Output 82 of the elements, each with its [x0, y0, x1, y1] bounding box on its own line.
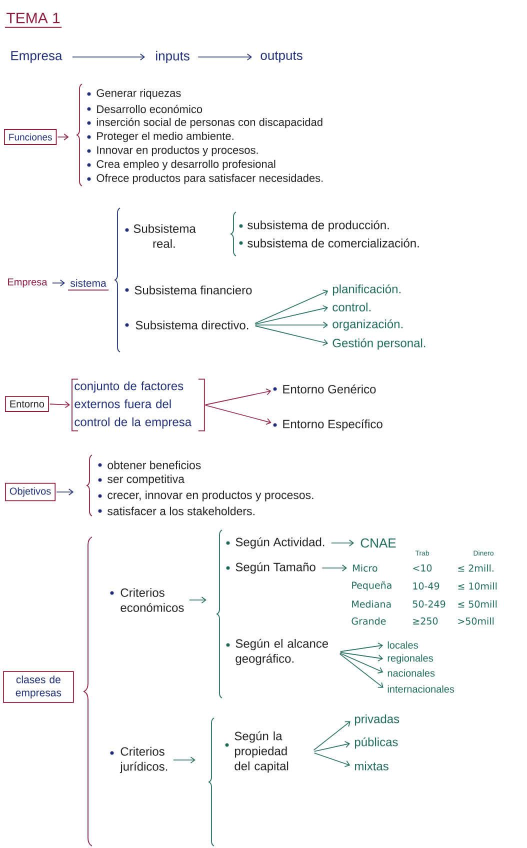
table-entry: Grande [352, 617, 386, 625]
list-item: Entorno Específico [283, 419, 382, 431]
list-item: Según Tamaño [236, 562, 316, 574]
list-item: subsistema de comercialización. [248, 238, 419, 248]
branch-text: nacionales [388, 669, 435, 677]
table-entry: ≥250 [413, 617, 438, 625]
table-entry: 10-49 [413, 582, 440, 590]
heading-box: Objetivos [5, 482, 56, 502]
list-item: inserción social de personas con discapacidad [96, 118, 322, 128]
concept-text: inputs [156, 50, 190, 64]
arrow [204, 388, 272, 406]
underlined-text: sistema [68, 279, 109, 290]
branch-text: públicas [354, 737, 398, 749]
arrow [56, 488, 74, 496]
table-entry: <10 [413, 564, 432, 572]
list-item: Criterios económicos [120, 588, 184, 612]
branch-text: CNAE [360, 538, 396, 548]
list-item: Criterios jurídicos. [120, 746, 168, 774]
heading-box: clases de empresas [3, 671, 74, 703]
table-entry: Micro [353, 564, 378, 572]
branch-text: organización. [332, 319, 402, 331]
arrow [340, 652, 384, 674]
table-entry: 50-249 [412, 600, 446, 608]
branch-text: mixtas [355, 762, 388, 770]
table-entry: Pequeña [352, 581, 392, 591]
arrow [331, 540, 354, 546]
arrow [198, 54, 252, 60]
heading-box: Funciones [4, 129, 57, 145]
list-item: ser competitiva [108, 474, 185, 486]
arrow [204, 404, 272, 425]
arrow [340, 652, 384, 662]
arrow [254, 305, 328, 324]
list-item: Según Actividad. [236, 537, 324, 549]
branch-text: internacionales [388, 685, 454, 693]
concept-text: outputs [260, 51, 302, 63]
list-item: Subsistema real. [134, 224, 196, 248]
branch-text: privadas [354, 714, 400, 726]
list-item: Subsistema financiero [134, 286, 252, 294]
arrow [52, 280, 65, 286]
list-item: obtener beneficios [108, 460, 201, 470]
branch-text: Gestión personal. [332, 338, 426, 350]
arrow [339, 653, 384, 688]
list-item: satisfacer a los stakeholders. [108, 506, 254, 516]
list-item: Ofrece productos para satisfacer necesidades. [96, 174, 323, 184]
concept-text: Empresa [8, 278, 48, 288]
bracketed-text: conjunto de factores externos fuera del control de la empresa [72, 378, 205, 432]
list-item: Entorno Genérico [283, 384, 376, 394]
list-item: Según la propiedad del capital [234, 731, 288, 773]
arrow [254, 290, 328, 324]
list-item: subsistema de producción. [248, 220, 389, 232]
arrow [340, 642, 384, 652]
arrow [314, 752, 350, 768]
arrow [322, 564, 347, 572]
heading-box: Entorno [5, 396, 49, 412]
list-item: Subsistema directivo. [136, 320, 248, 330]
branch-text: regionales [388, 654, 433, 664]
table-entry: Mediana [352, 600, 391, 608]
list-item: crecer, innovar en productos y procesos. [108, 490, 314, 502]
table-entry: ≤ 10mill [458, 582, 497, 590]
arrow [173, 756, 196, 764]
list-item: Innovar en productos y procesos. [97, 146, 258, 156]
arrow [50, 401, 70, 408]
arrow [313, 721, 350, 751]
list-item: Crea empleo y desarrollo profesional [96, 160, 276, 170]
arrow [57, 134, 69, 140]
table-entry: >50mill [458, 617, 494, 625]
table-entry: ≤ 50mill [458, 600, 497, 608]
table-entry: ≤ 2mill. [458, 564, 494, 572]
branch-text: control. [332, 302, 370, 312]
branch-text: locales [388, 641, 418, 649]
branch-text: planificación. [332, 284, 400, 296]
arrow [189, 596, 206, 604]
arrow [72, 54, 145, 60]
concept-text: Empresa [11, 51, 62, 63]
arrow [314, 741, 350, 752]
list-item: Proteger el medio ambiente. [97, 132, 234, 142]
title: TEMA 1 [6, 12, 60, 24]
list-item: Desarrollo económico [97, 104, 202, 114]
list-item: Generar riquezas [96, 88, 181, 100]
arrow [255, 322, 328, 328]
list-item: Según el alcance geográfico. [236, 638, 328, 666]
arrow [254, 326, 328, 346]
